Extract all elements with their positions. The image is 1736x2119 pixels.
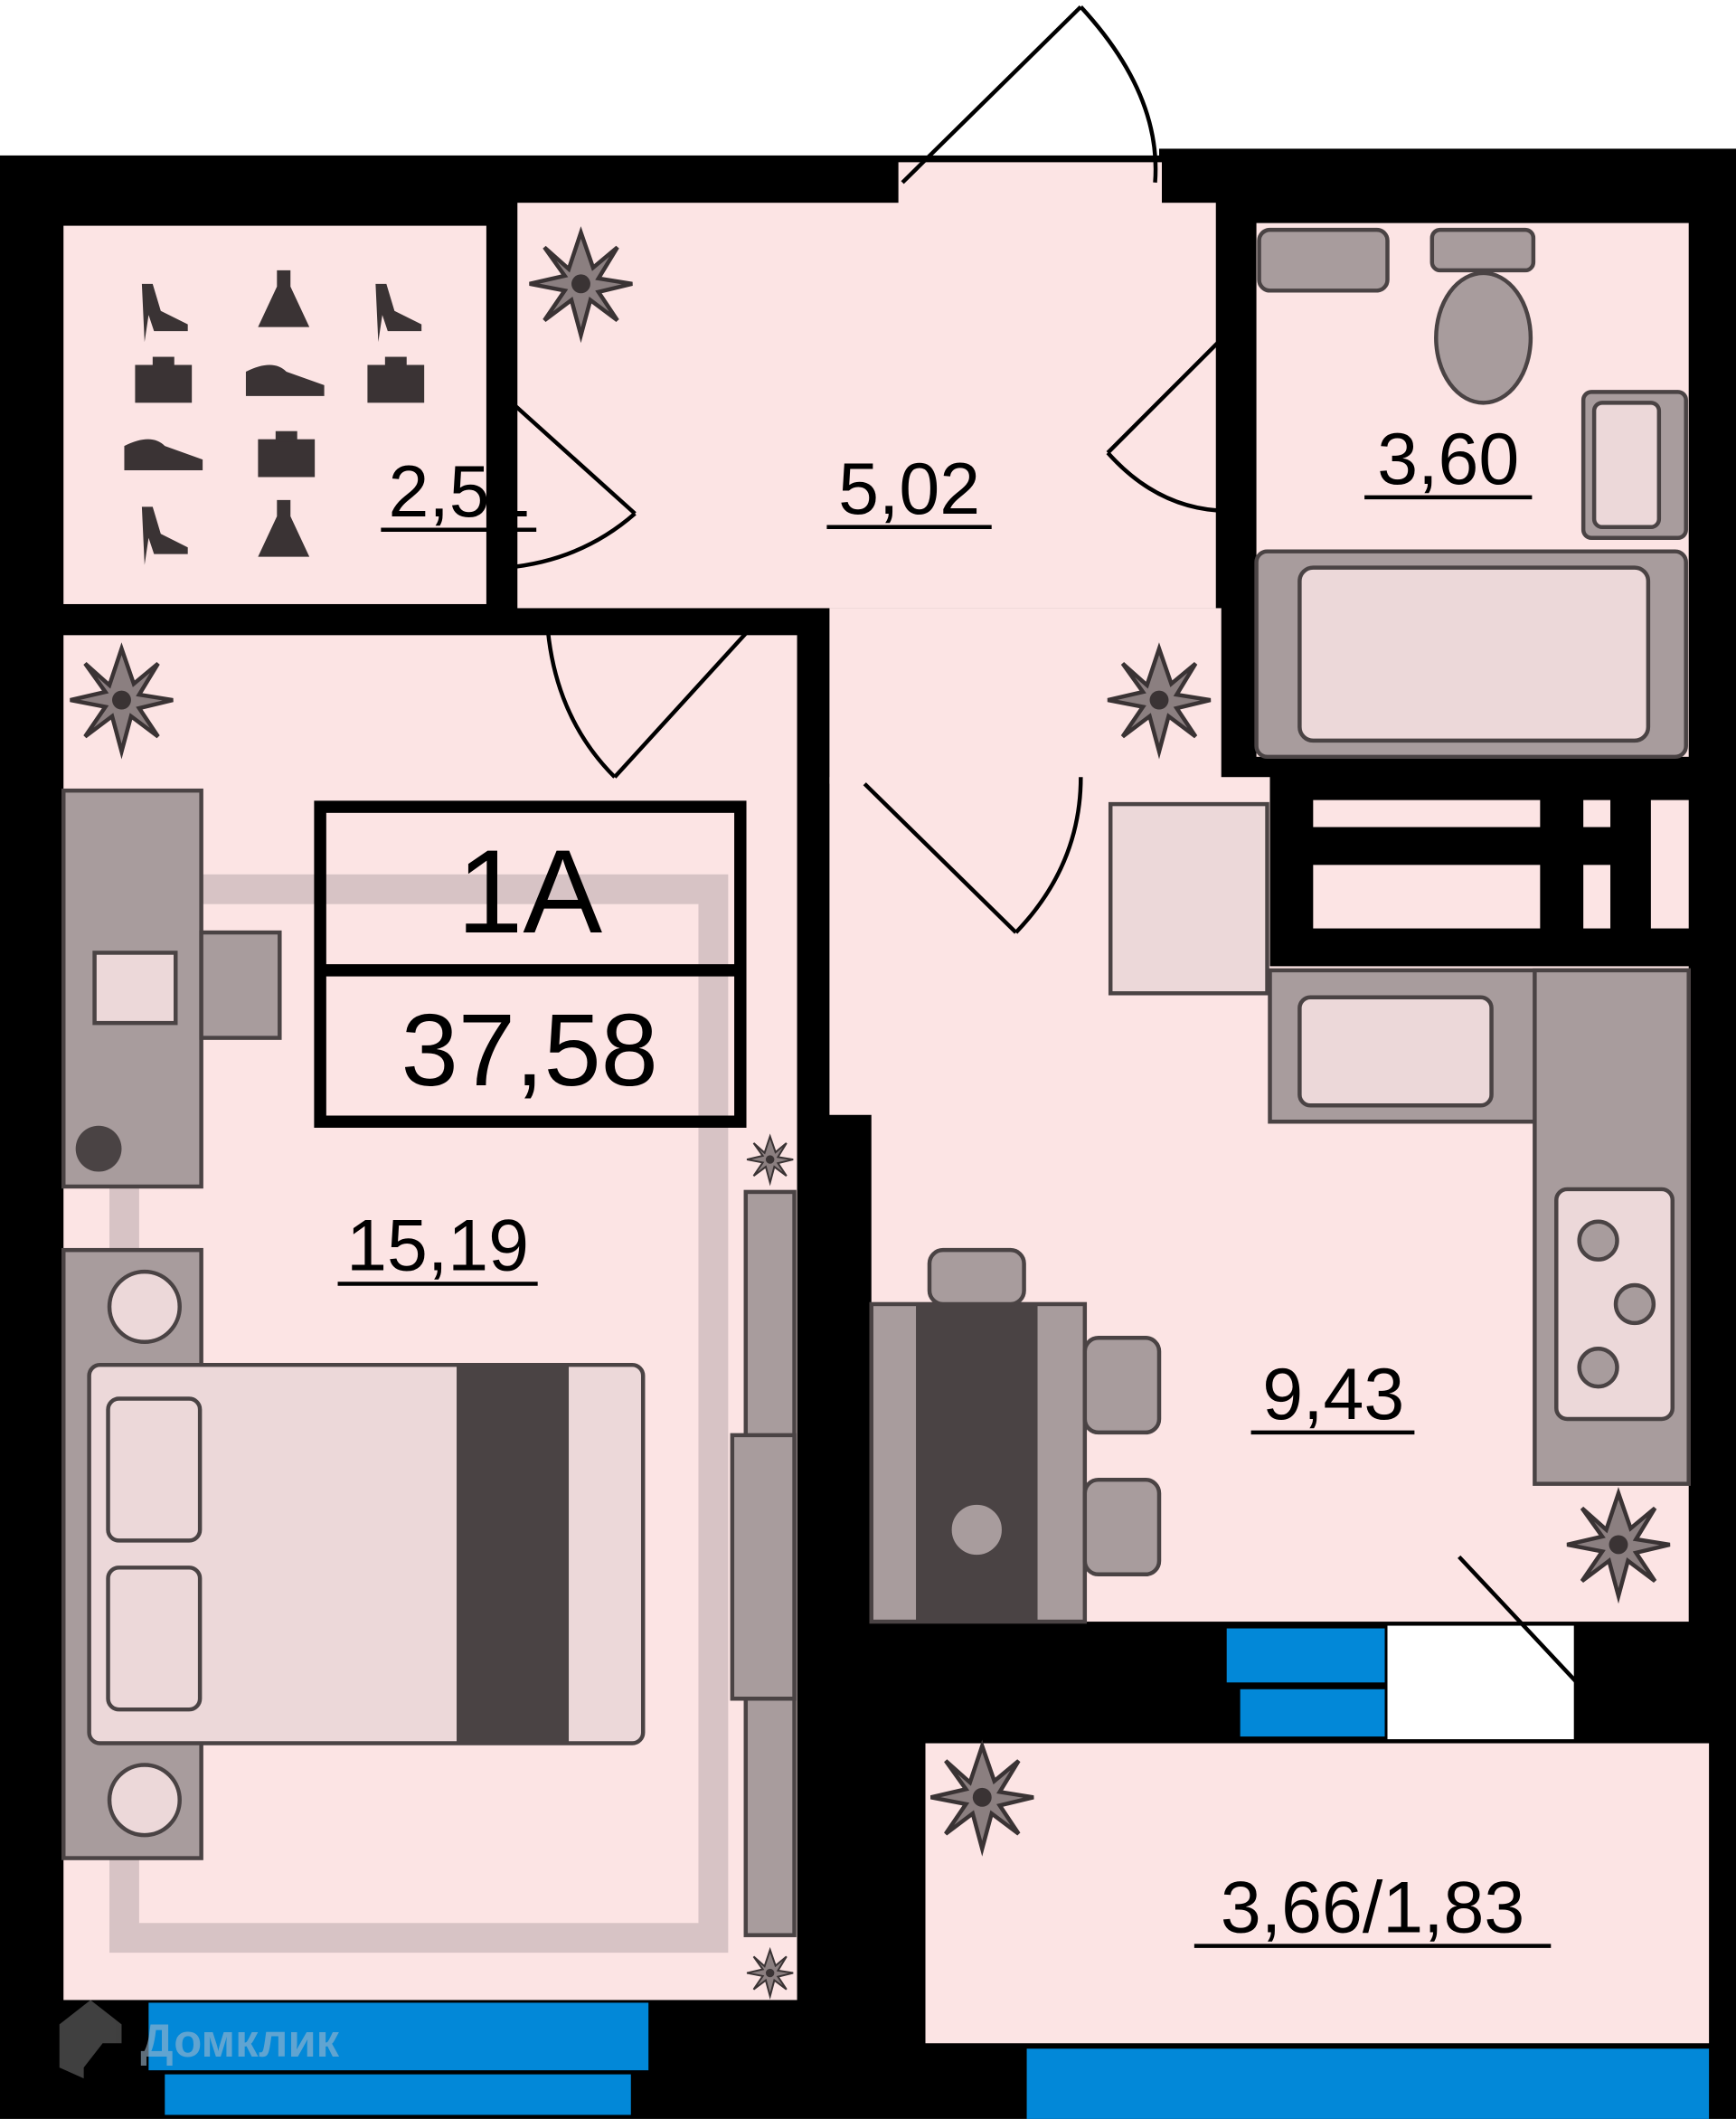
room-label-bedroom: 15,19 [337,1206,538,1287]
room-label-kitchen: 9,43 [1250,1354,1415,1435]
plant-icon [530,232,633,336]
svg-text:5,02: 5,02 [838,449,980,530]
svg-text:3,60: 3,60 [1377,419,1519,500]
dress-icon [258,270,310,327]
domclick-logo-icon [59,2000,122,2079]
fridge [1108,801,1269,996]
apartment-label-box: 1A 37,58 [314,800,747,1128]
wardrobe-door[interactable] [498,390,637,570]
sneaker-icon [124,439,203,471]
bed [61,1247,646,1860]
kitchen-door[interactable] [863,777,1083,934]
domclick-watermark: Домклик [59,2000,340,2079]
plant-icon [746,1135,795,1184]
briefcase-icon [135,356,193,403]
room-label-balcony: 3,66/1,83 [1194,1868,1552,1949]
bedroom-door[interactable] [544,620,759,779]
plant-icon [1108,648,1211,752]
desk [61,788,282,1189]
shoe-icon [375,283,422,343]
shoe-icon [141,506,188,565]
wall-top-right [1158,148,1736,163]
kitchen-window [1226,1628,1385,1737]
shoe-icon [141,283,188,343]
bathroom-door[interactable] [1106,329,1237,514]
svg-text:Домклик: Домклик [140,2015,339,2067]
svg-text:9,43: 9,43 [1262,1354,1404,1435]
plant-icon [1567,1493,1670,1596]
kitchen-sink [1297,995,1494,1108]
room-label-bathroom: 3,60 [1364,419,1533,500]
bathtub [1254,549,1688,760]
briefcase-icon [258,430,316,478]
toilet [1429,227,1536,405]
plant-icon [71,648,174,752]
entrance-opening [898,162,1162,210]
room-label-hallway: 5,02 [826,449,992,530]
ventilation-shaft [1313,799,1689,929]
bathroom-shelf [1257,227,1390,293]
plant-icon [746,1948,795,1998]
kitchen-counter [1268,968,1691,1486]
svg-text:3,66/1,83: 3,66/1,83 [1221,1868,1524,1949]
balcony-window [1026,2048,1710,2119]
dining-table [869,1247,1162,1624]
plant-icon [930,1746,1033,1849]
room-label-wardrobe: 2,51 [381,451,537,533]
balcony-room [925,1743,1710,2044]
hallway-room [517,203,1216,609]
entrance-door[interactable] [901,5,1158,184]
apartment-total-area: 37,58 [401,993,658,1108]
svg-text:2,51: 2,51 [389,451,531,533]
briefcase-icon [367,356,425,403]
dress-icon [258,499,310,557]
wardrobe-items [124,270,425,565]
sneaker-icon [245,364,325,396]
wardrobe-cabinet [730,1189,797,1937]
bathroom-sink [1580,390,1688,540]
bedroom-window [148,2002,649,2115]
balcony-door-opening[interactable] [1387,1625,1574,1740]
svg-text:15,19: 15,19 [346,1206,529,1287]
balcony-door[interactable] [1458,1555,1582,1689]
apartment-code: 1A [457,825,602,958]
